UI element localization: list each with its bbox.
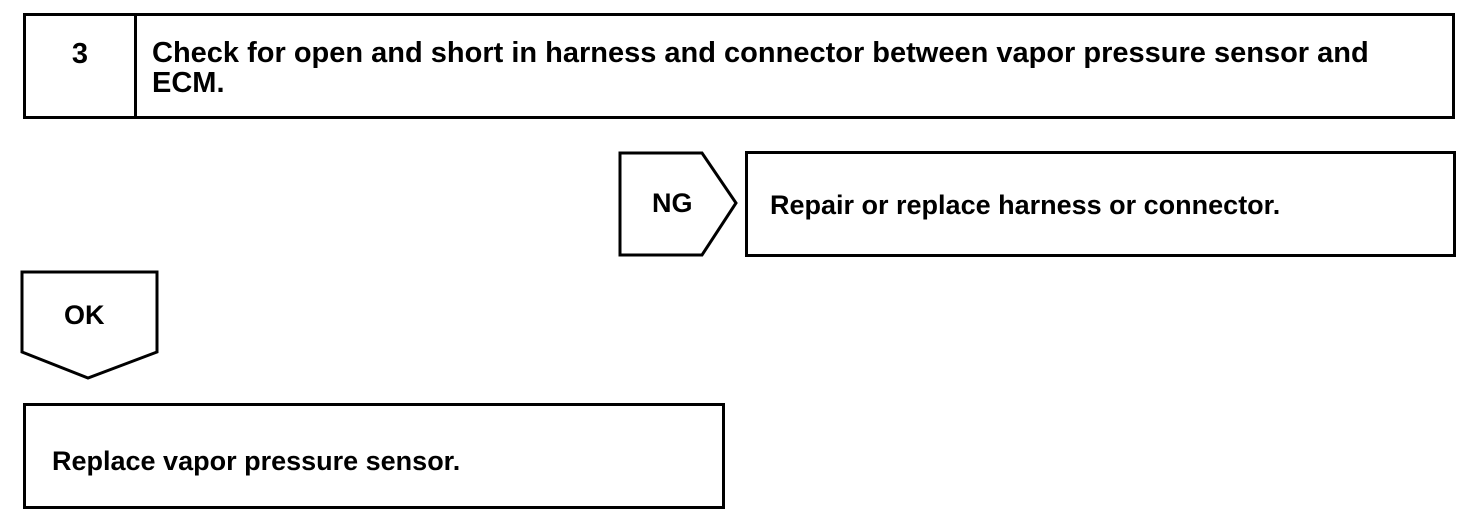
ng-arrow-tag [618,151,738,257]
ng-label: NG [652,188,693,218]
ng-action-text: Repair or replace harness or connector. [770,190,1281,220]
ok-arrow-tag [20,270,159,380]
ok-label: OK [64,300,105,330]
ok-action-box: Replace vapor pressure sensor. [23,403,725,509]
step-title: Check for open and short in harness and … [152,37,1369,99]
ok-action-text: Replace vapor pressure sensor. [52,446,461,476]
step-number: 3 [26,16,137,116]
ng-action-box: Repair or replace harness or connector. [745,151,1456,257]
step-box: 3 Check for open and short in harness an… [23,13,1455,119]
